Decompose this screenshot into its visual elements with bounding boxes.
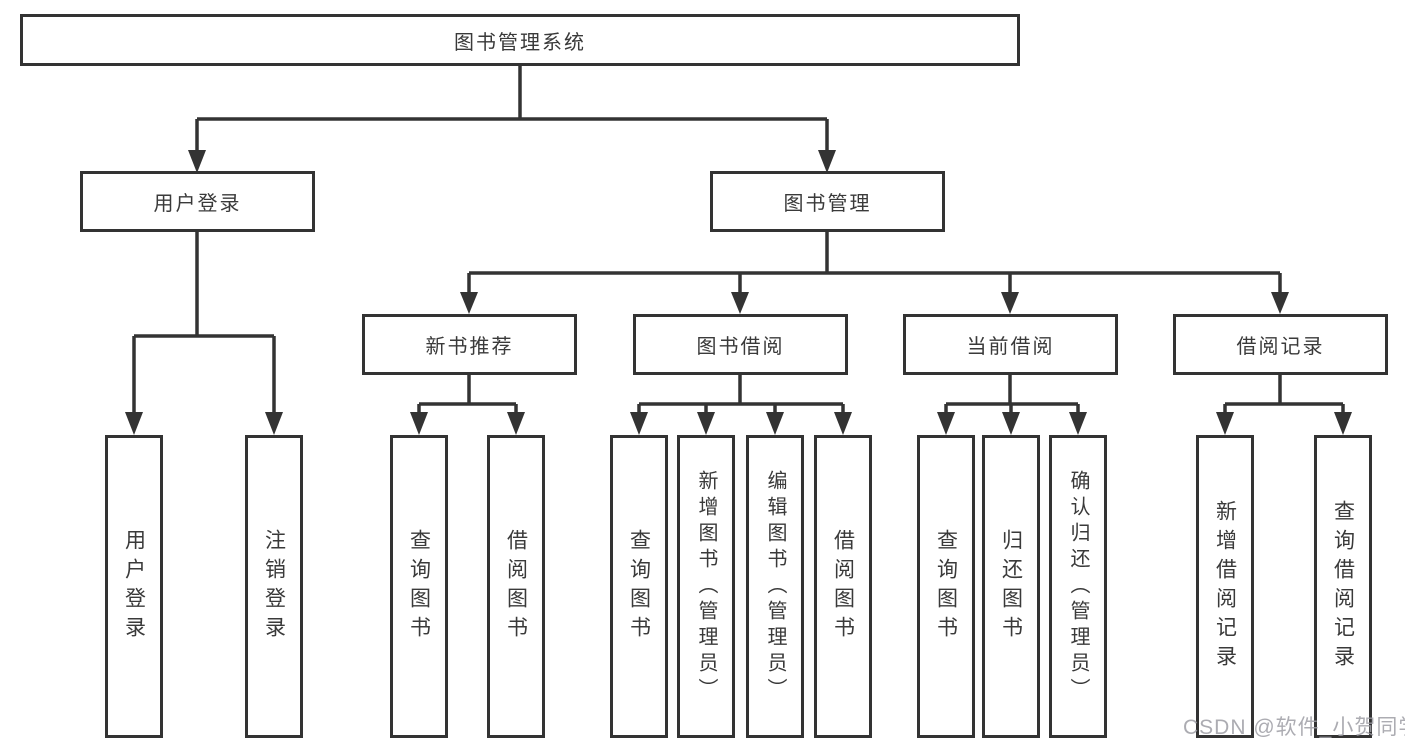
node-logout: 注销登录	[245, 435, 303, 738]
arrow-icon	[1216, 412, 1234, 435]
node-query-books-borrow: 查询图书	[610, 435, 668, 738]
arrow-icon	[265, 412, 283, 435]
node-label: 图书管理	[783, 193, 872, 215]
arrow-icon	[1001, 292, 1019, 314]
connector-book-borrow	[637, 375, 845, 414]
arrow-icon	[834, 412, 852, 435]
node-label: 查询图书	[407, 528, 431, 645]
connector-lines	[132, 66, 1345, 414]
node-borrow-books-recommend: 借阅图书	[487, 435, 545, 738]
node-borrow-records: 借阅记录	[1173, 314, 1388, 375]
connector-current-borrow	[944, 375, 1080, 414]
node-new-book-recommend: 新书推荐	[362, 314, 577, 375]
node-library-system-root: 图书管理系统	[20, 14, 1020, 66]
node-label: 用户登录	[153, 193, 242, 215]
node-label: 图书借阅	[696, 336, 785, 358]
node-query-borrow-record: 查询借阅记录	[1314, 435, 1372, 738]
node-borrow-books-borrow: 借阅图书	[814, 435, 872, 738]
node-label: 注销登录	[262, 528, 286, 645]
node-label: 新增图书（管理员）	[695, 469, 717, 704]
connector-new-books	[417, 375, 518, 414]
arrow-icon	[1334, 412, 1352, 435]
arrow-icon	[731, 292, 749, 314]
arrowheads	[125, 150, 1352, 435]
node-label: 借阅图书	[504, 528, 528, 645]
node-label: 编辑图书（管理员）	[764, 469, 786, 704]
node-label: 新书推荐	[425, 336, 514, 358]
node-confirm-return-admin: 确认归还（管理员）	[1049, 435, 1107, 738]
node-book-borrowing: 图书借阅	[633, 314, 848, 375]
node-label: 新增借阅记录	[1213, 499, 1237, 674]
node-label: 确认归还（管理员）	[1067, 469, 1089, 704]
node-label: 借阅图书	[831, 528, 855, 645]
node-book-management: 图书管理	[710, 171, 945, 232]
node-label: 查询图书	[934, 528, 958, 645]
csdn-watermark: CSDN @软件_小贺同学	[1183, 716, 1405, 739]
node-add-books-admin: 新增图书（管理员）	[677, 435, 735, 738]
arrow-icon	[188, 150, 206, 173]
arrow-icon	[937, 412, 955, 435]
arrow-icon	[630, 412, 648, 435]
connector-book-mgmt	[467, 232, 1282, 294]
arrow-icon	[507, 412, 525, 435]
node-label: 借阅记录	[1236, 336, 1325, 358]
arrow-icon	[1002, 412, 1020, 435]
node-label: 用户登录	[122, 528, 146, 645]
arrow-icon	[1271, 292, 1289, 314]
node-add-borrow-record: 新增借阅记录	[1196, 435, 1254, 738]
node-edit-books-admin: 编辑图书（管理员）	[746, 435, 804, 738]
node-user-login-leaf: 用户登录	[105, 435, 163, 738]
arrow-icon	[125, 412, 143, 435]
connector-root	[195, 66, 829, 152]
arrow-icon	[697, 412, 715, 435]
node-user-login: 用户登录	[80, 171, 315, 232]
node-return-books: 归还图书	[982, 435, 1040, 738]
node-query-books-current: 查询图书	[917, 435, 975, 738]
node-label: 当前借阅	[966, 336, 1055, 358]
arrow-icon	[410, 412, 428, 435]
node-query-books-recommend: 查询图书	[390, 435, 448, 738]
connector-borrow-records	[1223, 375, 1345, 414]
arrow-icon	[1069, 412, 1087, 435]
node-label: 归还图书	[999, 528, 1023, 645]
node-label: 查询图书	[627, 528, 651, 645]
node-label: 图书管理系统	[454, 31, 586, 54]
node-current-borrowing: 当前借阅	[903, 314, 1118, 375]
arrow-icon	[460, 292, 478, 314]
node-label: 查询借阅记录	[1331, 499, 1355, 674]
connector-user-login	[132, 232, 276, 414]
arrow-icon	[818, 150, 836, 173]
arrow-icon	[766, 412, 784, 435]
